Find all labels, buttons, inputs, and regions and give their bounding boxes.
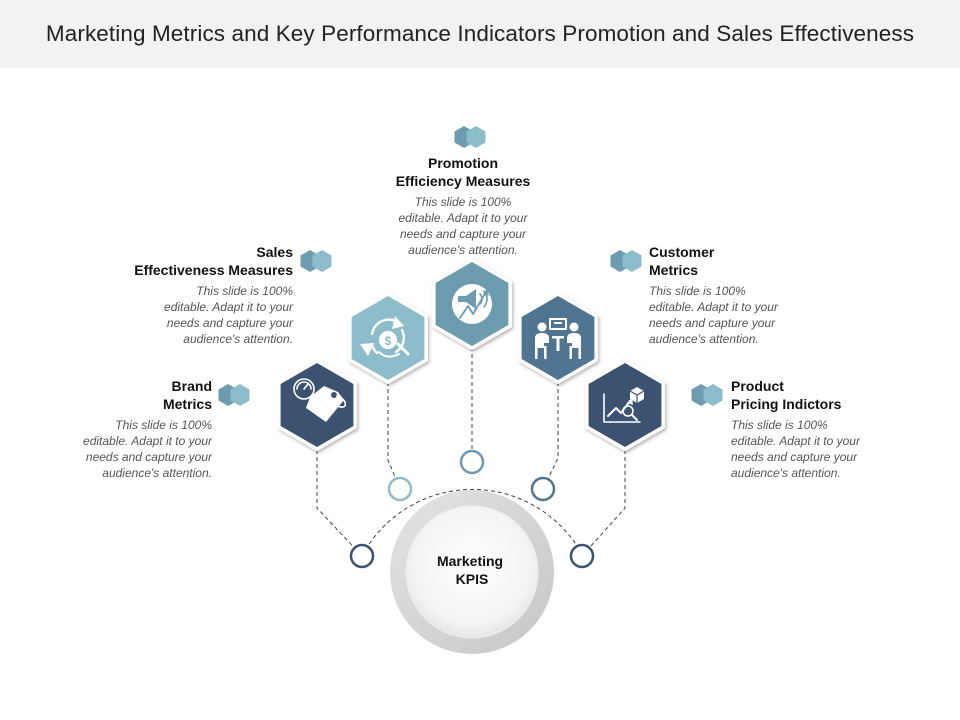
megaphone-chart-icon [452, 284, 492, 324]
node-customer [530, 476, 556, 502]
center-circle: Marketing KPIS [390, 490, 554, 654]
meeting-icon [535, 318, 581, 359]
price-tag-icon [293, 378, 347, 422]
label-title: Customer Metrics [649, 244, 715, 278]
label-description: This slide is 100% editable. Adapt it to… [649, 284, 778, 346]
connector-pricing [581, 450, 626, 557]
label-title: Promotion Efficiency Measures [395, 155, 531, 189]
hexagon-pricing [588, 363, 662, 447]
connector-brand [316, 450, 363, 557]
node-sales [387, 476, 413, 502]
marker-hex-brand-2 [230, 384, 250, 406]
node-promotion [459, 449, 485, 475]
label-title: Sales Effectiveness Measures [134, 244, 293, 278]
svg-text:$: $ [385, 334, 392, 348]
label-brand: Brand Metrics This slide is 100% editabl… [0, 377, 212, 481]
icon-customer [535, 318, 581, 359]
label-title: Brand Metrics [162, 378, 212, 412]
dashed-arc [361, 488, 584, 557]
marker-hex-pricing-2 [703, 384, 723, 406]
slide-title: Marketing Metrics and Key Performance In… [45, 21, 915, 46]
node-pricing [569, 543, 595, 569]
label-sales: Sales Effectiveness Measures This slide … [63, 243, 293, 347]
node-brand [349, 543, 375, 569]
center-label: Marketing KPIS [437, 553, 507, 587]
icon-brand [293, 378, 347, 422]
label-description: This slide is 100% editable. Adapt it to… [731, 418, 860, 480]
label-promotion: Promotion Efficiency Measures This slide… [348, 154, 578, 258]
marker-hex-sales-2 [312, 250, 332, 272]
connector-sales [387, 382, 401, 490]
label-description: This slide is 100% editable. Adapt it to… [164, 284, 293, 346]
label-description: This slide is 100% editable. Adapt it to… [83, 418, 212, 480]
growth-analysis-icon [603, 387, 645, 423]
title-bar: Marketing Metrics and Key Performance In… [0, 0, 960, 68]
label-title: Product Pricing Indictors [731, 378, 842, 412]
label-customer: Customer Metrics This slide is 100% edit… [649, 243, 879, 347]
icon-promotion [452, 284, 492, 324]
label-pricing: Product Pricing Indictors This slide is … [731, 377, 960, 481]
marker-hex-promotion-2 [466, 126, 486, 148]
arc-nodes [349, 449, 595, 569]
marker-group [218, 126, 723, 406]
icon-sales: $ [360, 316, 410, 358]
dollar-cycle-icon: $ [360, 316, 410, 358]
connector-customer [542, 382, 559, 490]
label-description: This slide is 100% editable. Adapt it to… [398, 195, 528, 257]
icon-pricing [603, 387, 645, 423]
marker-hex-customer-2 [622, 250, 642, 272]
